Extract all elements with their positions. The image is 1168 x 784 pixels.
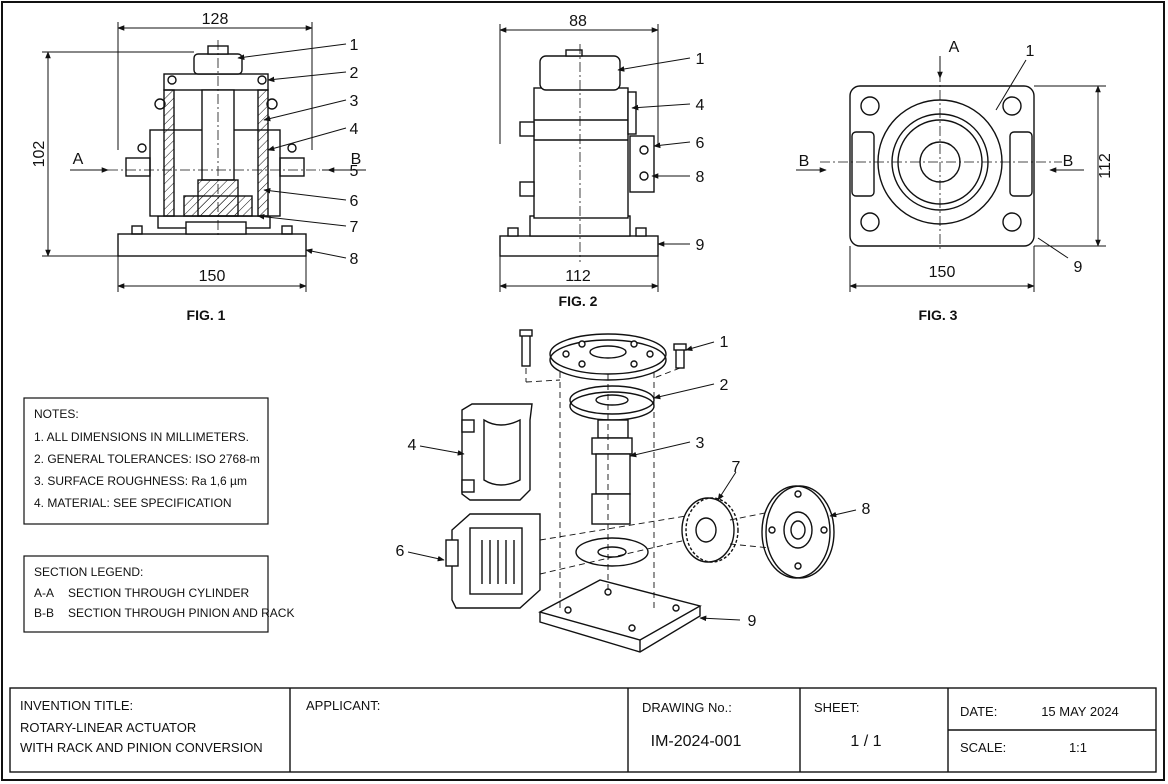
fig1-callout: 1	[350, 37, 359, 54]
fig1-callout: 2	[350, 65, 359, 82]
fig2-leader-lines	[617, 57, 691, 247]
invention-title-line2: WITH RACK AND PINION CONVERSION	[20, 740, 263, 755]
fig1-dim-bottom: 150	[199, 268, 226, 285]
invention-title-line1: ROTARY-LINEAR ACTUATOR	[20, 720, 196, 735]
scale-label: SCALE:	[960, 740, 1006, 755]
scale-value: 1:1	[1069, 740, 1087, 755]
fig3-section-a: A	[949, 39, 960, 56]
fig3-section-b-right: B	[1063, 153, 1074, 170]
legend-desc: SECTION THROUGH CYLINDER	[68, 586, 249, 600]
title-block	[9, 687, 1157, 773]
exploded-callout: 8	[862, 501, 871, 518]
fig3-top-view	[820, 72, 1062, 252]
exploded-callout: 6	[396, 543, 405, 560]
fig2-dim-top: 88	[569, 13, 587, 30]
fig1-front-section-view	[108, 40, 320, 257]
fig1-callout: 3	[350, 93, 359, 110]
legend-title: SECTION LEGEND:	[34, 565, 143, 579]
fig2-caption: FIG. 2	[559, 293, 598, 309]
drawing-number-value: IM-2024-001	[651, 733, 742, 750]
exploded-callout: 4	[408, 437, 417, 454]
exploded-assembly-view	[445, 329, 835, 653]
notes-item: 4. MATERIAL: SEE SPECIFICATION	[34, 496, 232, 510]
fig3-callout: 9	[1074, 259, 1083, 276]
exploded-callouts: 1 2 3 4 6 7 8 9	[396, 334, 871, 630]
fig1-leader-lines	[237, 43, 347, 259]
fig2-callout: 4	[696, 97, 705, 114]
legend-desc: SECTION THROUGH PINION AND RACK	[68, 606, 294, 620]
fig1-dim-top: 128	[202, 11, 229, 28]
exploded-callout: 9	[748, 613, 757, 630]
notes-box	[23, 397, 269, 525]
drawing-number-label: DRAWING No.:	[642, 700, 732, 715]
fig1-section-a: A	[73, 151, 84, 168]
title-block-text: INVENTION TITLE: ROTARY-LINEAR ACTUATOR …	[20, 698, 1119, 755]
invention-title-label: INVENTION TITLE:	[20, 698, 133, 713]
fig3-callout: 1	[1026, 43, 1035, 60]
date-value: 15 MAY 2024	[1041, 704, 1119, 719]
exploded-callout: 7	[732, 459, 741, 476]
exploded-callout: 1	[720, 334, 729, 351]
fig1-callouts: 1 2 3 4 5 6 7 8	[350, 37, 359, 268]
legend-text: SECTION LEGEND: A-A SECTION THROUGH CYLI…	[34, 565, 294, 620]
fig2-callout: 6	[696, 135, 705, 152]
fig2-callout: 1	[696, 51, 705, 68]
fig1-callout: 6	[350, 193, 359, 210]
sheet-value: 1 / 1	[850, 733, 881, 750]
fig1-section-b: B	[351, 151, 362, 168]
fig2-callout: 8	[696, 169, 705, 186]
fig2-side-view	[499, 44, 659, 262]
fig3-leader-lines	[995, 59, 1069, 259]
fig3-dim-right: 112	[1097, 153, 1114, 179]
notes-item: 2. GENERAL TOLERANCES: ISO 2768-m	[34, 452, 260, 466]
fig1-callout: 7	[350, 219, 359, 236]
legend-box	[23, 555, 269, 633]
fig1-callout: 8	[350, 251, 359, 268]
fig1-callout: 5	[350, 163, 359, 180]
fig1-callout: 4	[350, 121, 359, 138]
fig2-callout: 9	[696, 237, 705, 254]
notes-item: 3. SURFACE ROUGHNESS: Ra 1,6 µm	[34, 474, 247, 488]
exploded-assembly-lines	[525, 367, 771, 610]
applicant-label: APPLICANT:	[306, 698, 380, 713]
exploded-callout: 3	[696, 435, 705, 452]
fig3-dimensions	[796, 56, 1106, 292]
legend-code: B-B	[34, 606, 54, 620]
fig2-callouts: 1 4 6 8 9	[696, 51, 705, 254]
fig1-caption: FIG. 1	[187, 307, 226, 323]
date-label: DATE:	[960, 704, 997, 719]
fig3-dim-bottom: 150	[929, 264, 956, 281]
exploded-callout: 2	[720, 377, 729, 394]
fig2-dim-bottom: 112	[565, 268, 591, 285]
notes-text: NOTES: 1. ALL DIMENSIONS IN MILLIMETERS.…	[34, 407, 260, 510]
notes-title: NOTES:	[34, 407, 79, 421]
exploded-leader-lines	[407, 341, 857, 622]
notes-item: 1. ALL DIMENSIONS IN MILLIMETERS.	[34, 430, 249, 444]
fig3-callouts: 1 9	[1026, 43, 1083, 276]
fig3-caption: FIG. 3	[919, 307, 958, 323]
fig2-dimensions	[499, 24, 659, 292]
fig3-section-b-left: B	[799, 153, 810, 170]
legend-code: A-A	[34, 586, 54, 600]
fig1-dim-left: 102	[31, 141, 48, 168]
sheet-label: SHEET:	[814, 700, 860, 715]
